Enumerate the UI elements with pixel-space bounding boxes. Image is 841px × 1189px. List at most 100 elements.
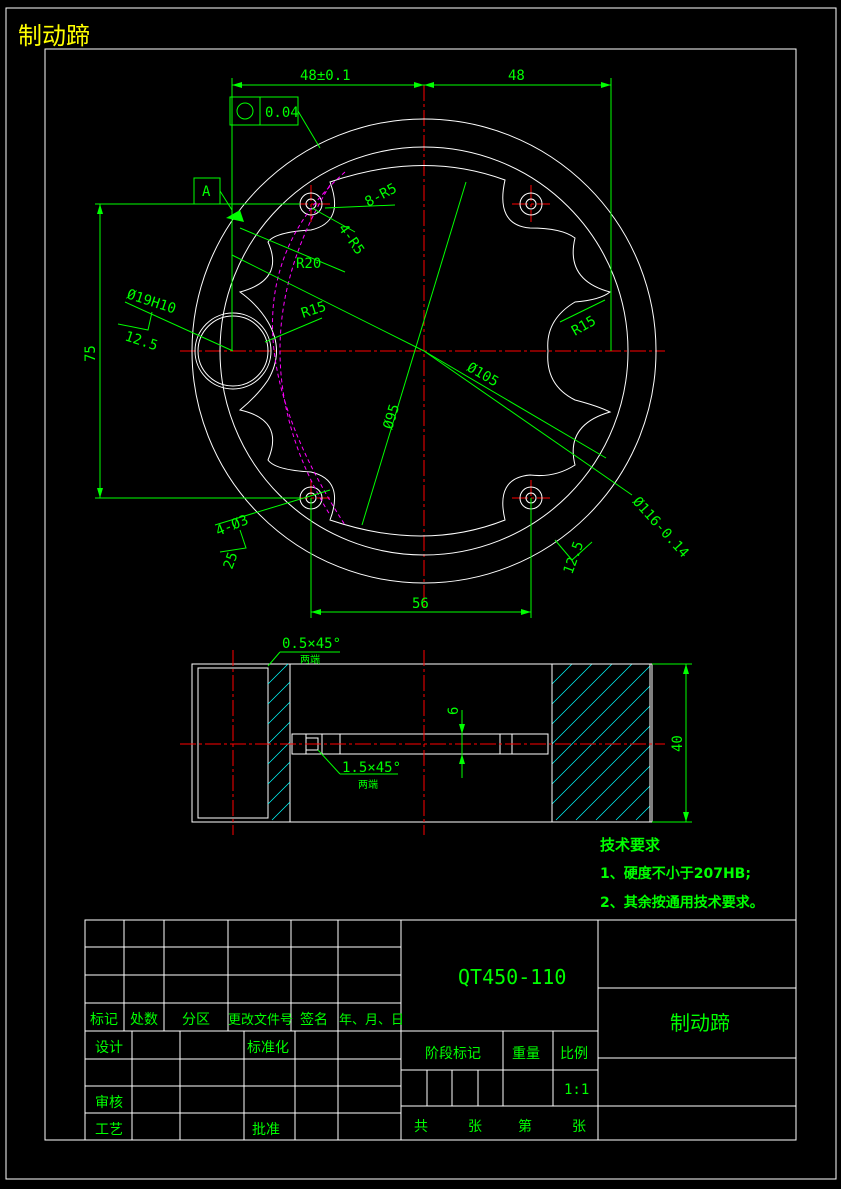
arrow-40-bottom [683,812,689,822]
tb-change: 更改文件号 [228,1013,293,1028]
tb-gong: 共 [414,1119,428,1135]
tb-zhang-2: 张 [572,1119,586,1135]
phantom-arc-2 [279,184,331,516]
tb-part-name: 制动蹄 [670,1011,730,1035]
leader-8r5 [324,204,396,209]
tb-weight: 重量 [512,1046,540,1062]
tech-heading: 技术要求 [600,836,661,854]
sheet-title: 制动蹄 [18,22,90,50]
tolerance-value: 0.04 [265,105,299,121]
hatch-right [551,663,651,821]
hole-2 [519,192,543,216]
datum-triangle [226,210,244,222]
tb-di: 第 [518,1118,532,1135]
inner-border [44,48,797,1141]
arrow-2 [414,82,424,88]
arrow-56-right [521,609,531,615]
leader-4r5 [311,207,356,233]
radius-line-4 [361,181,467,526]
tech-line-1: 1、硬度不小于207HB; [600,865,751,882]
tb-chushu: 处数 [130,1012,158,1028]
dim-40: 40 [670,735,686,752]
dim-r20: R20 [296,256,321,272]
section-right-block [551,663,651,823]
section-left-wall [197,667,269,819]
tb-sign: 签名 [300,1011,328,1028]
radius-line-1 [231,254,425,352]
circle-d105 [219,146,629,556]
bore-d19 [194,312,272,390]
arrow-6-bottom [459,754,465,764]
dim-48: 48 [508,68,525,84]
arrow-56-left [311,609,321,615]
section-outline [191,663,653,823]
tb-scale-value: 1:1 [564,1082,589,1098]
dim-75: 75 [83,345,99,362]
leader-4d3 [214,489,331,526]
tb-process: 工艺 [95,1122,123,1138]
dim-4-d3: 4-Ø3 [214,512,251,539]
leader-d19 [124,301,234,352]
dim-4-r5: 4-R5 [335,221,367,258]
dim-r15-right: R15 [569,313,599,340]
tb-stage: 阶段标记 [425,1046,481,1062]
tech-line-2: 2、其余按通用技术要求。 [600,894,764,911]
bore-d19-inner [197,315,269,387]
dim-48-tol: 48±0.1 [300,68,351,84]
hole-2-inner [525,198,537,210]
dim-chamfer-mid: 1.5×45° [342,760,401,776]
radius-line-3 [423,350,607,459]
dim-r15-left: R15 [299,299,328,322]
leader-chamfer-mid [317,749,341,775]
rough-12-5-right: 12.5 [561,539,588,576]
leader-chamfer-top [267,651,281,667]
leader-r15-left [264,317,323,343]
hatch-left [267,663,291,821]
dim-56: 56 [412,596,429,612]
datum-leader [219,190,233,211]
dim-chamfer-top: 0.5×45° [282,636,341,652]
tb-date: 年、月、日 [339,1013,404,1028]
arrow-6-top [459,724,465,734]
position-symbol-icon [236,102,254,120]
arrow-4 [601,82,611,88]
rough-12-5-left: 12.5 [123,329,160,355]
arrow-40-top [683,664,689,674]
outer-border [5,7,837,1180]
tb-fenqu: 分区 [182,1012,210,1028]
leader-r15-right [559,299,606,323]
tb-check: 审核 [95,1095,123,1111]
dim-d116: Ø116-0.14 [629,494,692,561]
dim-6: 6 [446,707,462,715]
arrow-1 [232,82,242,88]
radius-line-2 [423,350,633,496]
dim-chamfer-mid-note: 两端 [358,778,378,791]
outer-circle-d116 [191,118,657,584]
roughness-symbol-25-icon [219,529,247,553]
arrow-75-top [97,204,103,214]
tolerance-leader [297,110,321,149]
section-view: 0.5×45° 两端 6 1.5×45° 两端 40 [180,636,692,835]
arrow-3 [424,82,434,88]
dim-d95: Ø95 [381,402,404,431]
leader-r20 [239,227,346,273]
arrow-75-bottom [97,488,103,498]
dim-chamfer-top-note: 两端 [300,653,320,666]
phantom-arc-1 [272,171,346,526]
tb-scale-label: 比例 [560,1046,588,1062]
top-view: 48±0.1 48 0.04 A 75 8-R5 4-R5 R20 Ø19H10… [83,68,692,618]
title-block: 标记 处数 分区 更改文件号 签名 年、月、日 设计 标准化 审核 工艺 批准 … [84,919,797,1141]
roughness-symbol-right-icon [554,539,593,561]
dim-d19h10: Ø19H10 [125,287,178,318]
datum-a: A [202,184,211,200]
title-block-outline [84,919,797,1141]
tb-std: 标准化 [247,1040,289,1056]
tb-biaoji: 标记 [90,1012,118,1028]
tb-zhang-1: 张 [468,1119,482,1135]
roughness-symbol-left-icon [117,311,153,331]
tb-approve: 批准 [252,1122,280,1138]
tb-design: 设计 [95,1040,123,1056]
inner-profile [238,165,612,537]
rough-25: 25 [221,550,242,571]
